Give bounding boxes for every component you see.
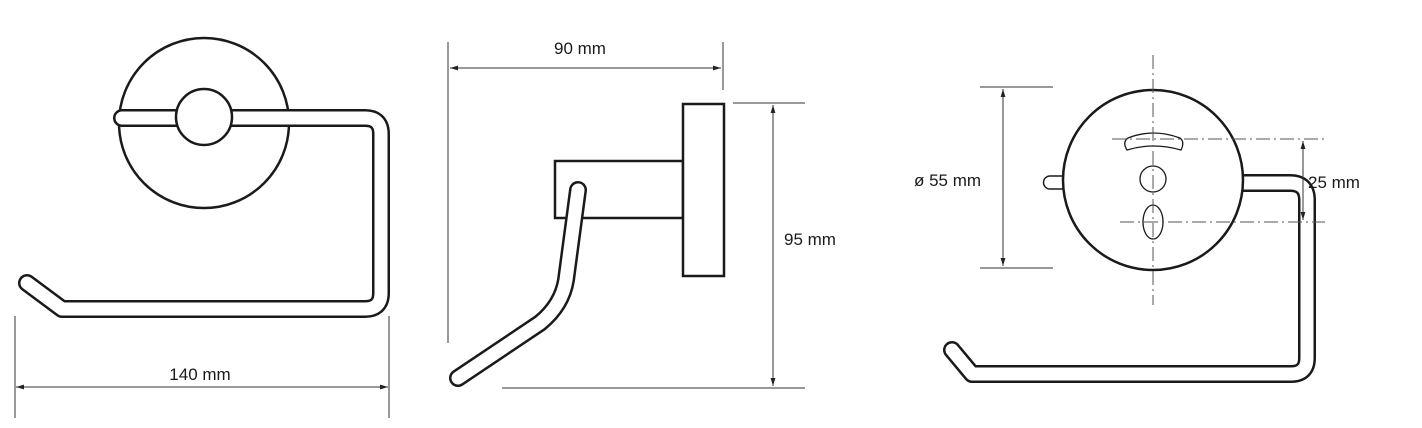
back-view: ø 55 mm 25 mm — [914, 55, 1360, 383]
side-view: 90 mm 95 mm — [447, 39, 836, 389]
hole-spacing-label: 25 mm — [1308, 173, 1360, 192]
holder-arm-fill — [20, 111, 388, 316]
center-cap — [174, 87, 234, 147]
screw-hole — [1139, 165, 1167, 193]
holder-arm-back-fill — [945, 176, 1314, 381]
wall-plate-side — [681, 102, 726, 278]
diameter-label: ø 55 mm — [914, 171, 981, 190]
front-view: 140 mm — [14, 36, 390, 418]
depth-label: 90 mm — [554, 39, 606, 58]
left-stub — [1042, 175, 1064, 190]
holder-arm-side-fill — [451, 183, 585, 385]
height-label: 95 mm — [784, 230, 836, 249]
width-label: 140 mm — [169, 365, 230, 384]
keyhole-slot — [1124, 132, 1184, 151]
